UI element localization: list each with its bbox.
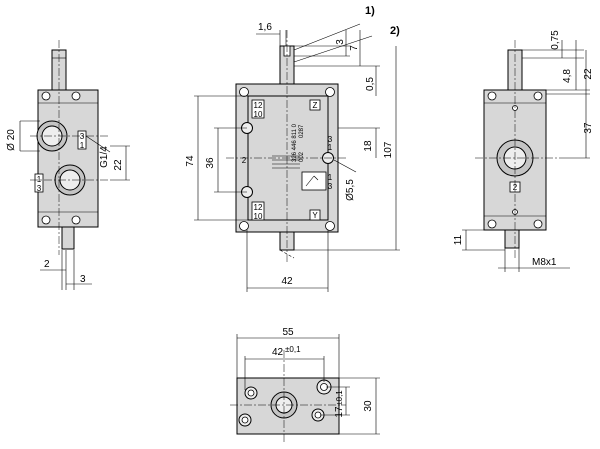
- front-port-3: 3: [328, 135, 333, 144]
- bottom-view: 55 42 ±0,1 17 ±0,1 30: [230, 327, 380, 444]
- dim-3: 3: [80, 274, 86, 285]
- dim-2: 2: [44, 259, 50, 270]
- left-port-3: 3: [80, 132, 85, 141]
- dim-thread-m8: M8x1: [532, 257, 557, 268]
- dim-7: 7: [349, 45, 360, 51]
- screw: [71, 215, 81, 225]
- dim-4-8: 4,8: [562, 69, 573, 83]
- right-bottom-pin: [504, 229, 520, 249]
- left-bottom-pin: [61, 226, 75, 250]
- front-port-10-top: 10: [254, 110, 263, 119]
- dim-width-55: 55: [282, 327, 294, 338]
- left-port-1: 1: [80, 141, 85, 150]
- note-2: 2): [390, 25, 400, 37]
- right-port-2: 2: [513, 183, 518, 192]
- dim-tol-42: ±0,1: [285, 345, 301, 354]
- front-port-10-bot: 10: [254, 212, 263, 221]
- screw: [239, 221, 249, 231]
- front-port-12-bot: 12: [254, 203, 263, 212]
- front-port-2: 2: [242, 156, 247, 165]
- screw: [71, 91, 81, 101]
- left-body: [37, 89, 99, 228]
- front-view: 12 10 Z 2 12 10 Y 326 446 811 0 002 0287…: [185, 5, 400, 292]
- dim-22: 22: [113, 159, 124, 171]
- screw: [325, 221, 335, 231]
- front-port-1-lower: 1: [328, 173, 333, 182]
- screw: [239, 87, 249, 97]
- dim-dia-5-5: Ø5,5: [345, 179, 356, 201]
- dim-37: 37: [583, 122, 594, 134]
- dim-width-42-bottom: 42: [272, 347, 284, 358]
- dim-pin-width: 1,6: [258, 22, 272, 33]
- screw: [533, 219, 543, 229]
- dim-thread-g14: G1/4: [99, 146, 110, 168]
- dim-107: 107: [383, 141, 394, 158]
- note-1: 1): [365, 5, 375, 17]
- screw: [41, 215, 51, 225]
- product-code-3: 0287: [299, 124, 305, 138]
- product-code: 326 446 811 0: [292, 123, 298, 162]
- dim-tol-17: ±0,1: [335, 390, 344, 406]
- dim-30: 30: [363, 400, 374, 412]
- left-side-view: 3 1 1 3 Ø 20 G1/4 22 2 3: [6, 40, 130, 290]
- dim-dia-20: Ø 20: [6, 129, 17, 151]
- front-port-y: Y: [312, 211, 318, 220]
- front-port-12-top: 12: [254, 101, 263, 110]
- front-port-z: Z: [313, 101, 318, 110]
- left-port-3b: 3: [37, 184, 42, 193]
- product-code-2: 002: [299, 151, 305, 162]
- dim-3-top: 3: [335, 39, 346, 45]
- screw: [487, 91, 497, 101]
- screw: [325, 87, 335, 97]
- screw: [41, 91, 51, 101]
- front-port-1-upper: 1: [328, 143, 333, 152]
- valve-symbol: [301, 171, 327, 191]
- dim-36: 36: [205, 157, 216, 169]
- dim-22-right: 22: [583, 68, 594, 80]
- dim-17: 17: [334, 406, 345, 418]
- dim-0-5: 0,5: [365, 77, 376, 91]
- dim-11: 11: [453, 234, 464, 245]
- front-port-3-lower: 3: [328, 182, 333, 191]
- dim-74: 74: [185, 155, 196, 167]
- left-port-1b: 1: [37, 175, 42, 184]
- dim-0-75: 0,75: [550, 30, 561, 50]
- dim-width-42: 42: [281, 276, 293, 287]
- right-side-view: 2 0,75 4,8 22 37 11 M8x1: [453, 30, 594, 272]
- screw: [533, 91, 543, 101]
- dim-18: 18: [363, 140, 374, 152]
- screw: [487, 219, 497, 229]
